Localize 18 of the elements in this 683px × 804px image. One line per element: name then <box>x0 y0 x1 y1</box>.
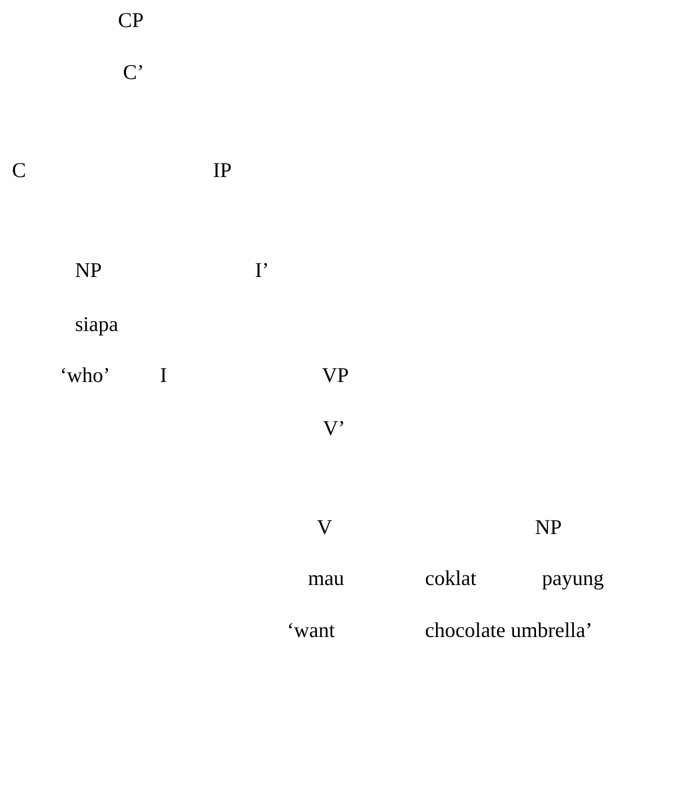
category-label: V’ <box>323 416 346 440</box>
gloss-text: chocolate umbrella’ <box>425 618 592 642</box>
category-label: V <box>317 515 332 539</box>
gloss-text: ‘who’ <box>60 363 110 387</box>
category-label: NP <box>535 515 562 539</box>
category-label: I <box>160 363 167 387</box>
word-text: mau <box>308 566 344 590</box>
category-label: C <box>12 158 26 182</box>
category-label: VP <box>322 363 349 387</box>
word-text: coklat <box>425 566 476 590</box>
category-label: CP <box>118 8 144 32</box>
category-label: NP <box>75 258 102 282</box>
category-label: I’ <box>255 258 269 282</box>
gloss-text: ‘want <box>287 618 335 642</box>
category-label: IP <box>213 158 232 182</box>
word-text: payung <box>542 566 604 590</box>
word-text: siapa <box>75 312 118 336</box>
category-label: C’ <box>123 60 144 84</box>
